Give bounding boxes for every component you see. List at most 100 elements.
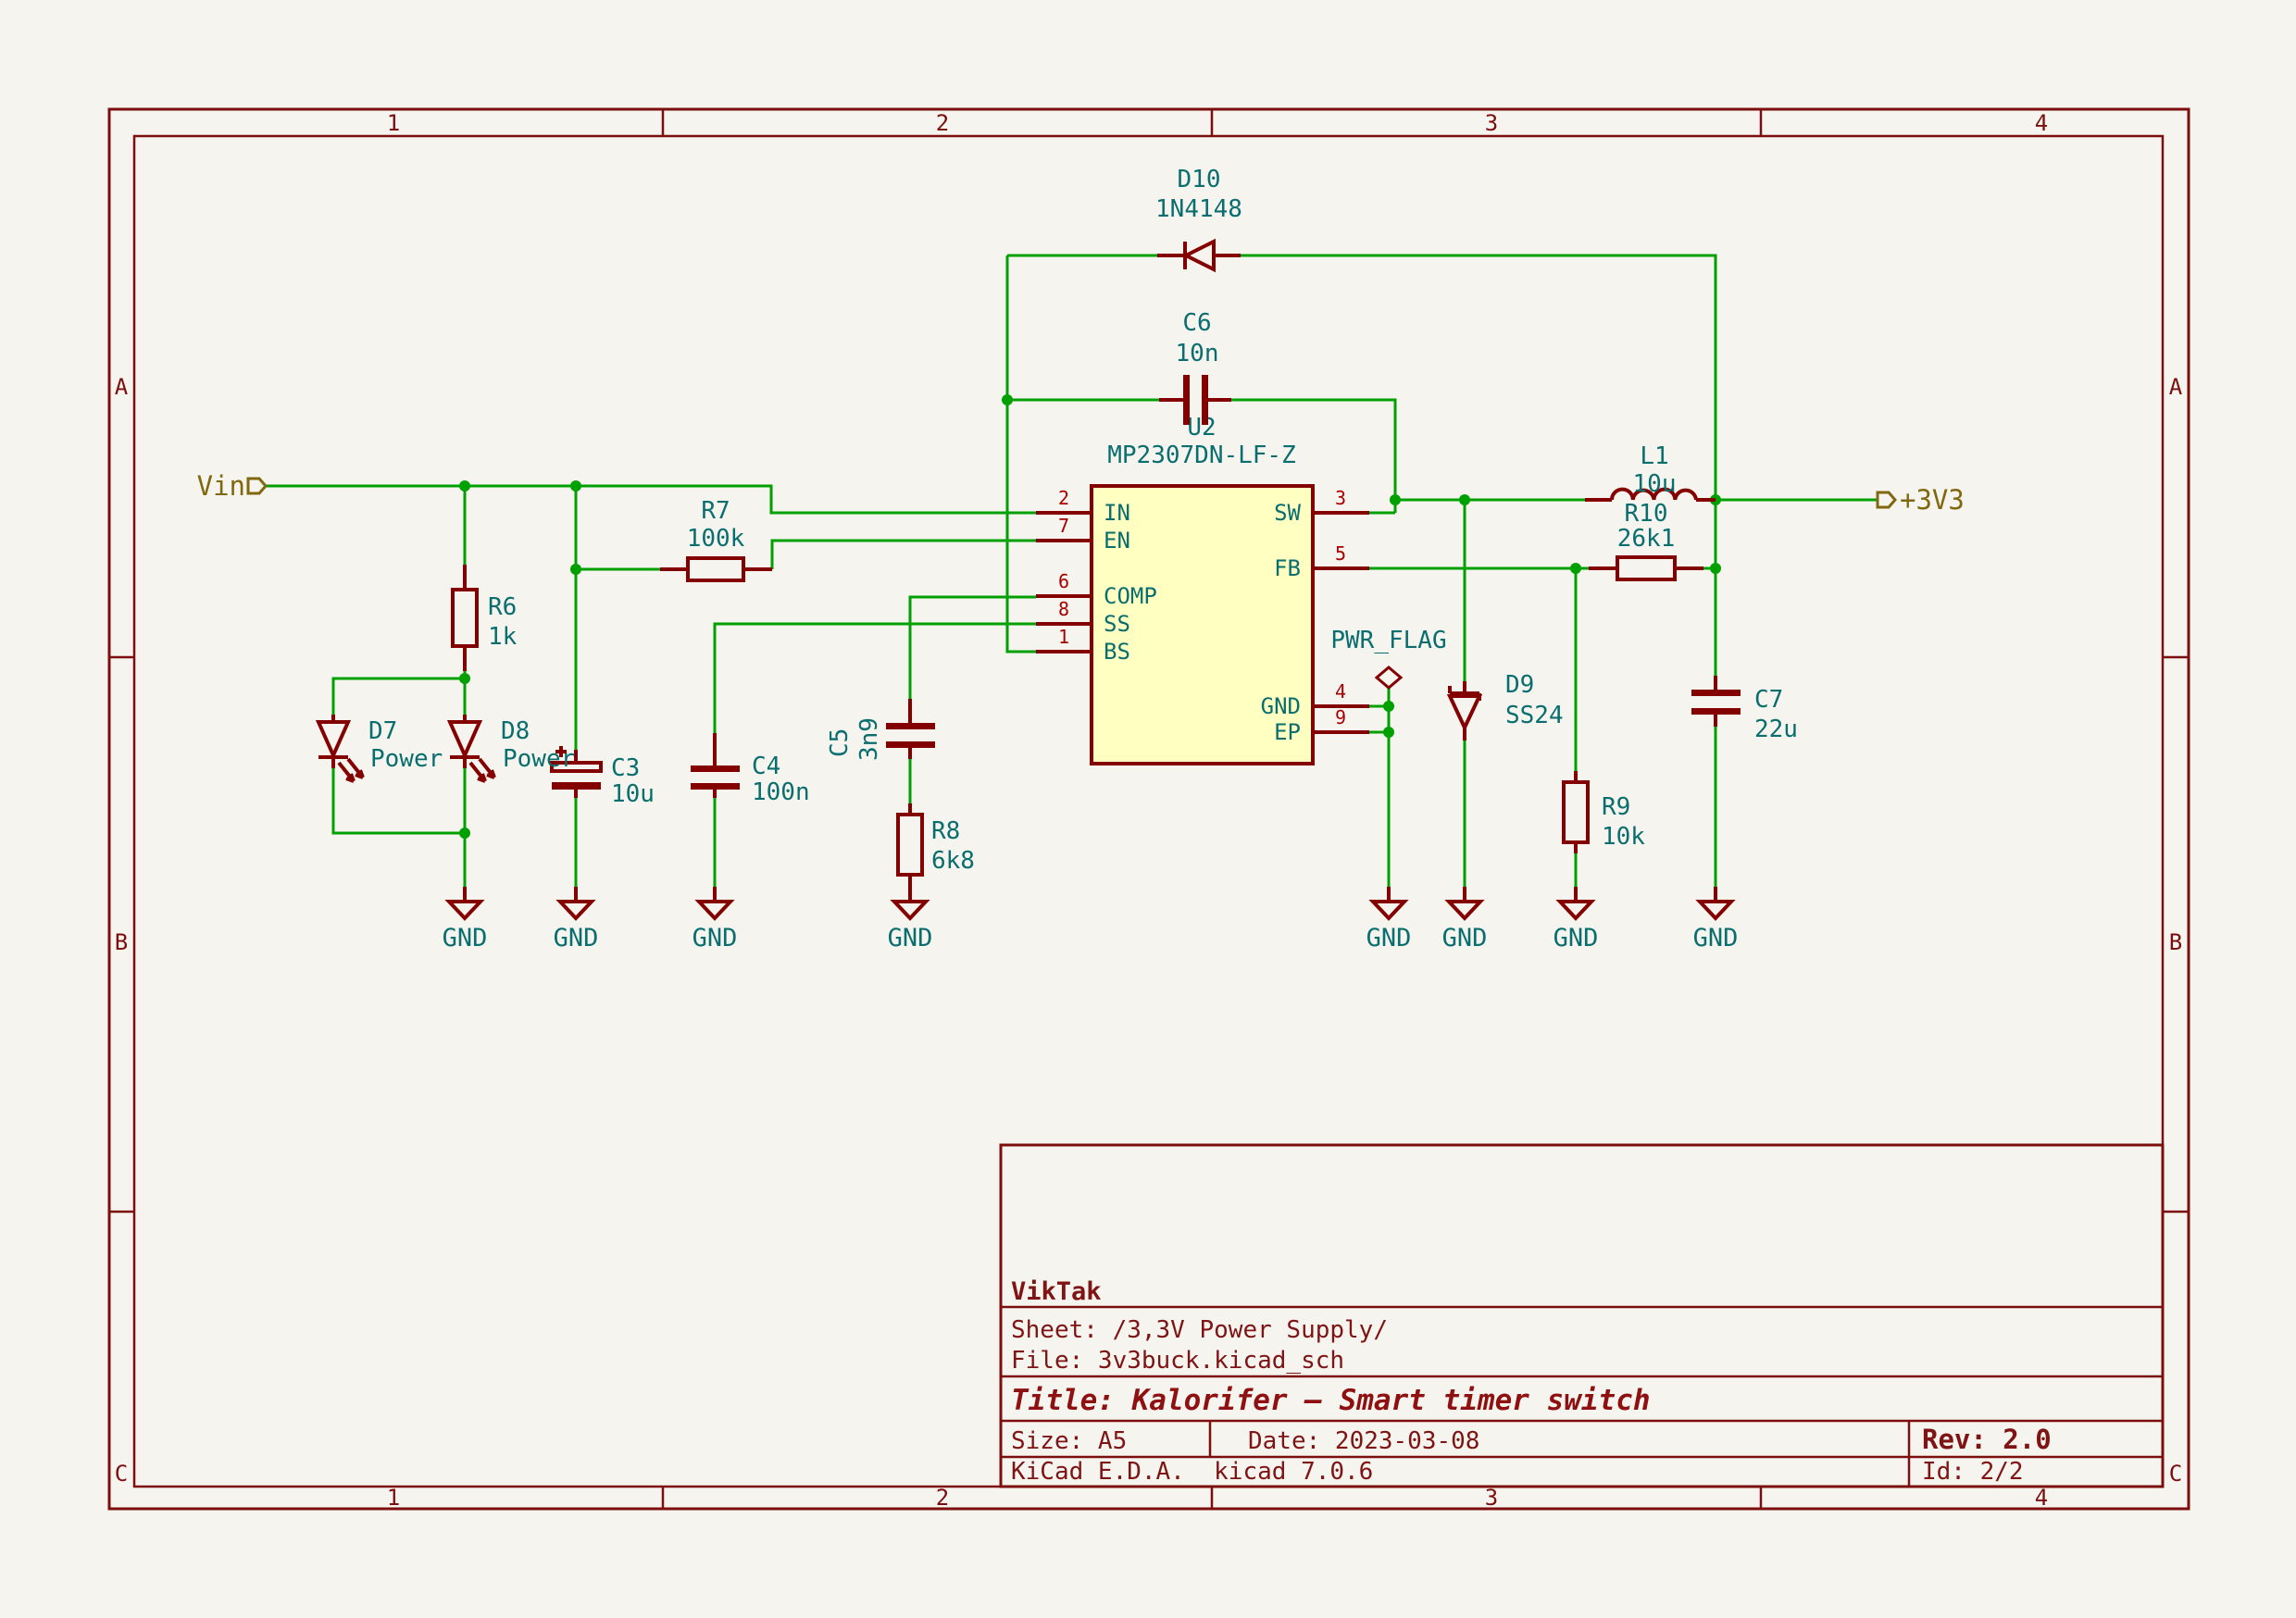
gnd-label: GND <box>888 924 933 952</box>
d10-value-label: 1N4148 <box>1155 195 1242 223</box>
gnd-symbol-ic: GND <box>1366 887 1412 952</box>
capacitor-c3[interactable]: C3 10u <box>550 746 655 808</box>
capacitor-c6[interactable]: C6 10n <box>1159 309 1231 425</box>
gnd-label: GND <box>1366 924 1412 952</box>
pin-num-1: 1 <box>1058 626 1069 648</box>
gnd-symbol-c4: GND <box>693 887 738 952</box>
resistor-r6[interactable]: R6 1k <box>451 565 518 671</box>
col-label-bottom-3: 3 <box>1485 1485 1498 1511</box>
gnd-symbol-r9: GND <box>1554 887 1599 952</box>
row-label-left-c: C <box>115 1461 128 1487</box>
pin-num-4: 4 <box>1335 680 1346 703</box>
c4-ref-label: C4 <box>752 753 780 780</box>
c3-ref-label: C3 <box>611 754 640 782</box>
col-label-top-2: 2 <box>936 110 949 136</box>
gnd-symbols[interactable]: GND GND GND GND GND GND GND GND <box>443 887 1739 952</box>
d8-ref-label: D8 <box>501 717 530 745</box>
resistor-r8[interactable]: R8 6k8 <box>896 803 975 887</box>
vin-port-arrow-icon <box>246 477 268 495</box>
gnd-label: GND <box>1693 924 1739 952</box>
col-label-top-4: 4 <box>2035 110 2048 136</box>
r6-value-label: 1k <box>488 623 518 651</box>
gnd-symbol-r8: GND <box>888 887 933 952</box>
pin-name-bs: BS <box>1104 639 1130 665</box>
c7-ref-label: C7 <box>1754 686 1783 714</box>
col-label-bottom-2: 2 <box>936 1485 949 1511</box>
pin-num-5: 5 <box>1335 542 1346 565</box>
gnd-label: GND <box>1442 924 1488 952</box>
r10-ref-label: R10 <box>1625 500 1668 528</box>
r7-value-label: 100k <box>687 525 745 553</box>
d8-value-label: Power <box>503 745 575 773</box>
l1-ref-label: L1 <box>1640 442 1668 470</box>
wires[interactable] <box>264 254 1878 887</box>
d9-ref-label: D9 <box>1505 671 1534 699</box>
pin-num-2: 2 <box>1058 487 1069 509</box>
d7-value-label: Power <box>370 745 443 773</box>
diode-d9[interactable]: D9 SS24 <box>1446 671 1564 741</box>
diode-d10[interactable]: D10 1N4148 <box>1155 166 1242 273</box>
pin-num-3: 3 <box>1335 487 1346 509</box>
pin-name-gnd: GND <box>1261 693 1301 719</box>
pin-name-sw: SW <box>1274 500 1301 526</box>
d9-value-label: SS24 <box>1505 702 1564 729</box>
inductor-l1[interactable]: L1 10u <box>1585 442 1716 502</box>
gnd-label: GND <box>554 924 599 952</box>
pwr-flag[interactable]: PWR_FLAG <box>1330 627 1447 690</box>
capacitor-c7[interactable]: C7 22u <box>1691 676 1798 743</box>
gnd-symbol-d7d8: GND <box>443 887 488 952</box>
c3-plus-sign <box>555 746 567 757</box>
c3-value-label: 10u <box>611 780 655 808</box>
c5-ref-label: C5 <box>826 728 854 757</box>
r8-ref-label: R8 <box>931 817 960 845</box>
pwr-flag-diamond-icon <box>1374 666 1404 690</box>
resistor-r10[interactable]: R10 26k1 <box>1589 500 1703 581</box>
pin-name-en: EN <box>1104 528 1130 554</box>
resistor-r9[interactable]: R9 10k <box>1562 771 1645 853</box>
u2-value-label: MP2307DN-LF-Z <box>1107 442 1296 469</box>
power-port-vin[interactable]: Vin <box>197 470 268 502</box>
col-label-top-1: 1 <box>387 110 400 136</box>
row-label-left-b: B <box>115 929 128 955</box>
capacitor-c4[interactable]: C4 100n <box>691 733 810 806</box>
r9-ref-label: R9 <box>1602 793 1630 821</box>
company-label: VikTak <box>1011 1277 1102 1306</box>
c4-value-label: 100n <box>752 778 810 806</box>
l1-value-label: 10u <box>1633 470 1677 498</box>
pin-num-8: 8 <box>1058 598 1069 620</box>
row-label-right-c: C <box>2169 1461 2182 1487</box>
gnd-label: GND <box>693 924 738 952</box>
r10-value-label: 26k1 <box>1617 525 1676 553</box>
title-label: Title: Kalorifer – Smart timer switch <box>1011 1384 1651 1417</box>
r8-value-label: 6k8 <box>931 847 975 875</box>
gnd-symbol-c3: GND <box>554 887 599 952</box>
led-d7[interactable]: D7 Power <box>315 715 443 783</box>
sheet-id-label: Id: 2/2 <box>1922 1458 2024 1486</box>
c5-value-label: 3n9 <box>855 717 883 761</box>
led-d8[interactable]: D8 Power <box>446 715 575 783</box>
date-label: Date: 2023-03-08 <box>1248 1427 1479 1455</box>
d7-ref-label: D7 <box>368 717 397 745</box>
pin-name-fb: FB <box>1274 555 1301 581</box>
size-label: Size: A5 <box>1011 1427 1127 1455</box>
capacitor-c5[interactable]: C5 3n9 <box>826 699 935 761</box>
d9-schottky-bar <box>1448 686 1481 701</box>
row-label-right-b: B <box>2169 929 2182 955</box>
r6-ref-label: R6 <box>488 593 517 621</box>
resistor-r7[interactable]: R7 100k <box>660 497 772 582</box>
pin-name-ep: EP <box>1274 719 1301 745</box>
col-label-bottom-4: 4 <box>2035 1485 2048 1511</box>
d7-led-arrows <box>337 757 365 783</box>
title-block: VikTak Sheet: /3,3V Power Supply/ File: … <box>999 1143 2165 1488</box>
vin-port-label: Vin <box>197 470 245 502</box>
c6-ref-label: C6 <box>1182 309 1211 337</box>
d8-led-arrows <box>468 757 496 783</box>
tool-label: KiCad E.D.A. kicad 7.0.6 <box>1011 1458 1373 1486</box>
col-label-bottom-1: 1 <box>387 1485 400 1511</box>
gnd-label: GND <box>1554 924 1599 952</box>
gnd-label: GND <box>443 924 488 952</box>
col-label-top-3: 3 <box>1485 110 1498 136</box>
power-port-3v3[interactable]: +3V3 <box>1876 484 1965 516</box>
ic-u2[interactable]: U2 MP2307DN-LF-Z IN EN COMP SS BS SW FB … <box>1036 414 1369 765</box>
